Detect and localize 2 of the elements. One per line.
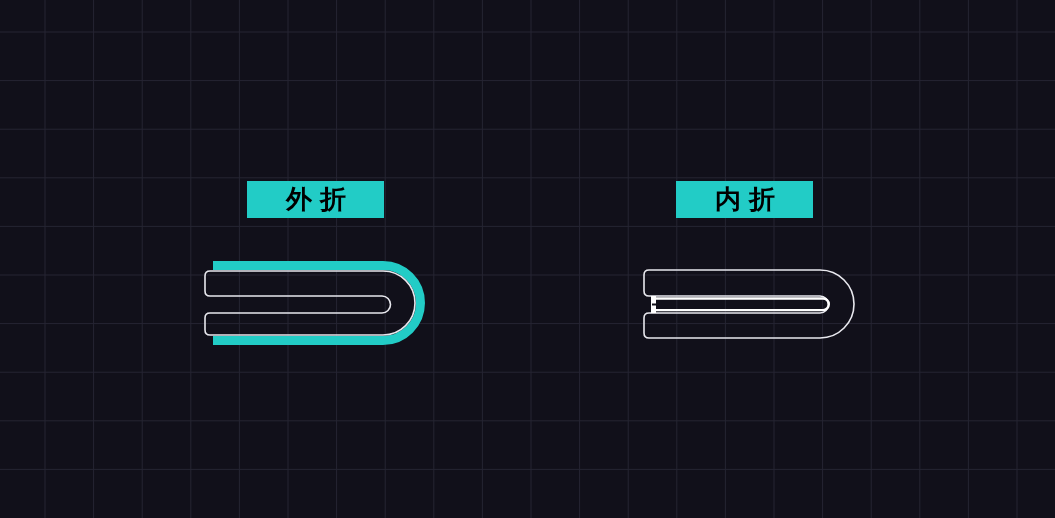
title-box: 内折	[676, 181, 813, 218]
title-box: 外折	[247, 181, 384, 218]
